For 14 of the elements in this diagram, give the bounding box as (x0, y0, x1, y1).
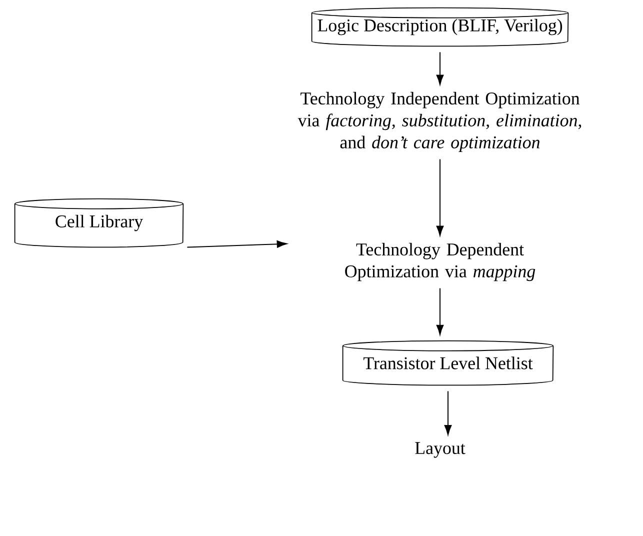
arrow (436, 158, 444, 236)
arrow (186, 240, 288, 248)
storage-cylinder: Logic Description (BLIF, Verilog) (311, 7, 569, 47)
arrow (436, 288, 444, 335)
node-label: Logic Description (BLIF, Verilog) (318, 18, 562, 36)
arrow (436, 52, 444, 85)
node-label: Transistor Level Netlist (363, 356, 533, 370)
arrow (444, 390, 452, 436)
step-text: Technology Dependent Optimization via mapping (345, 242, 536, 282)
node-label: Cell Library (56, 214, 144, 232)
step-text: Layout (415, 442, 466, 458)
step-text: Technology Independent Optimization via factoring, substitution, elimination, and don’t care optimization (298, 92, 582, 152)
storage-cylinder: Cell Library (14, 198, 184, 248)
storage-cylinder: Transistor Level Netlist (342, 340, 554, 386)
